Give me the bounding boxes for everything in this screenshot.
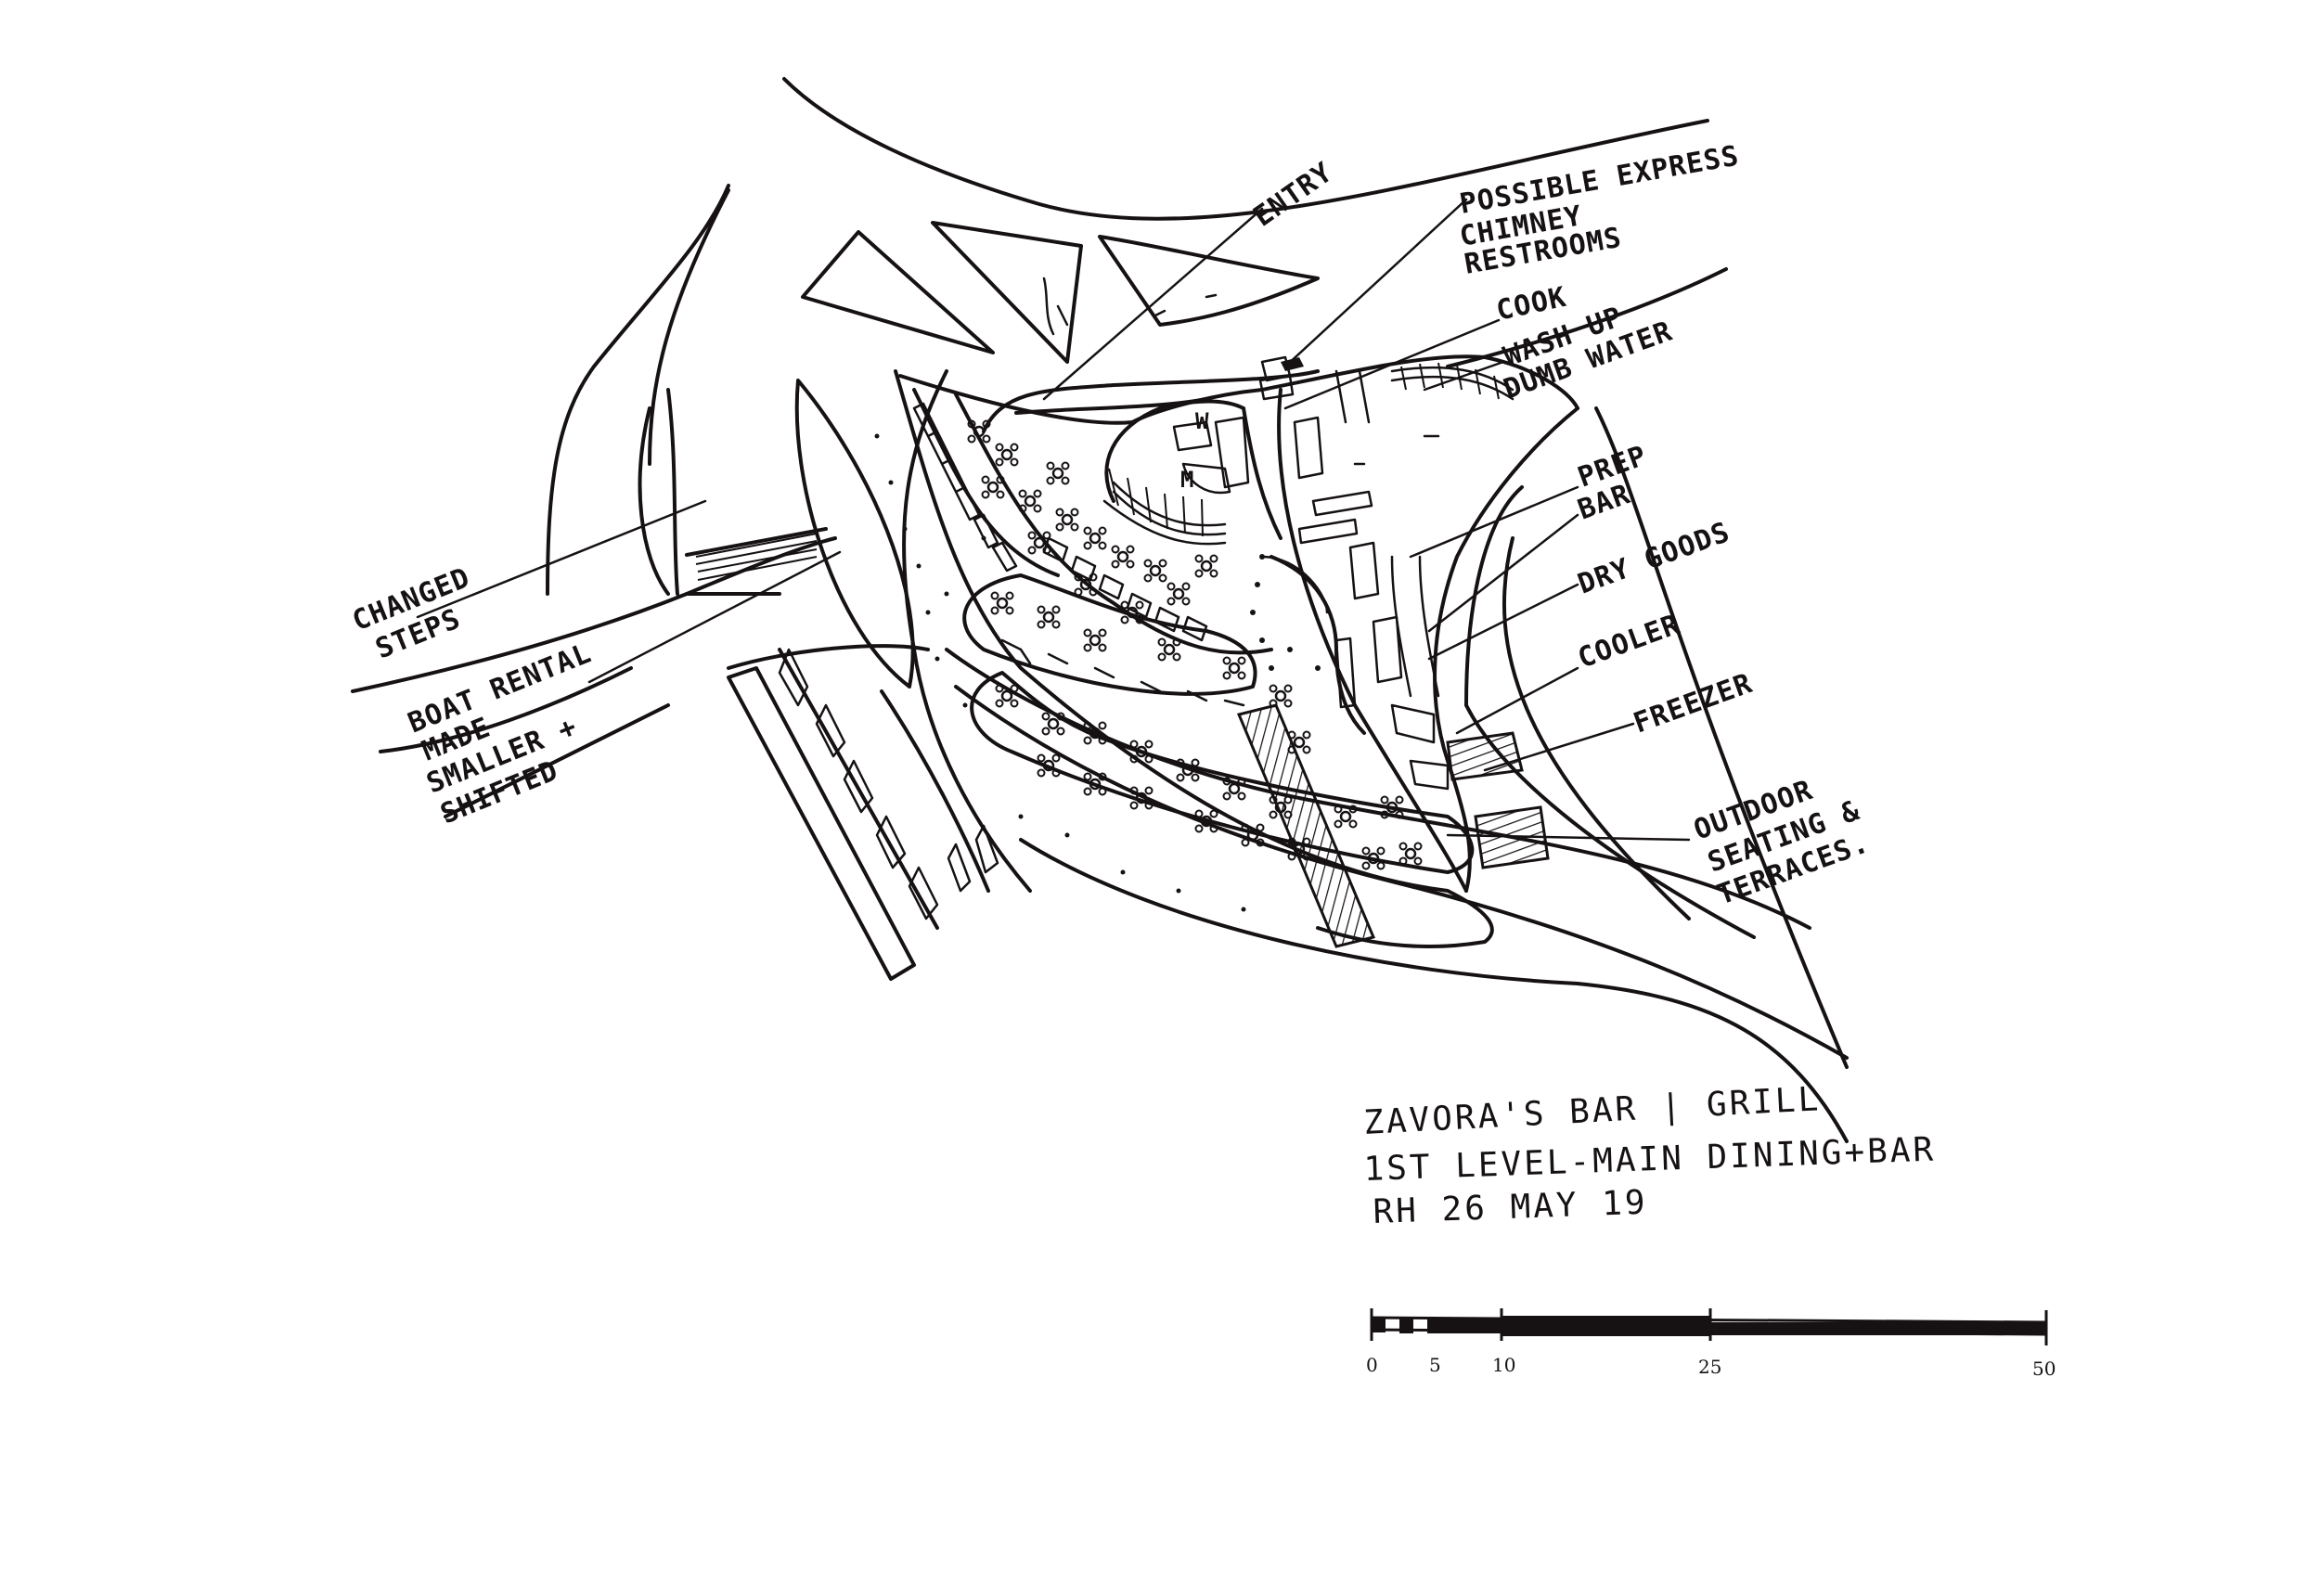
booths bbox=[912, 402, 1245, 707]
title-line-3: RH 26 MAY 19 bbox=[1373, 1184, 1648, 1231]
stair-arcs bbox=[1102, 362, 1514, 546]
scale-tick-50: 50 bbox=[2032, 1358, 2056, 1380]
scale-bar: 0 5 10 25 50 bbox=[1366, 1308, 2056, 1380]
stipple bbox=[874, 433, 1321, 912]
label-chimney-1: POSSIBLE EXPRESS bbox=[1457, 139, 1741, 220]
scale-tick-5: 5 bbox=[1429, 1354, 1441, 1376]
label-entry: ENTRY bbox=[1248, 156, 1339, 233]
dining-terraces bbox=[912, 388, 1475, 874]
walkways bbox=[1236, 357, 1550, 948]
boat-slips bbox=[727, 648, 999, 981]
scale-tick-0: 0 bbox=[1366, 1354, 1378, 1376]
main-building bbox=[894, 354, 1579, 948]
scale-tick-25: 25 bbox=[1698, 1356, 1721, 1378]
leader-lines bbox=[416, 198, 1691, 842]
label-dry-goods: DRY GOODS bbox=[1574, 516, 1734, 601]
title-line-1: ZAVORA'S BAR | GRILL bbox=[1362, 1080, 1822, 1142]
label-cook: COOK bbox=[1493, 281, 1569, 328]
scale-tick-10: 10 bbox=[1492, 1354, 1515, 1376]
label-w: W bbox=[1195, 408, 1209, 434]
title-block: ZAVORA'S BAR | GRILL 1ST LEVEL-MAIN DINI… bbox=[1362, 1080, 1936, 1231]
label-m: M bbox=[1180, 467, 1194, 493]
label-cooler: COOLER bbox=[1574, 609, 1684, 676]
kitchen-core bbox=[1172, 355, 1450, 791]
title-line-2: 1ST LEVEL-MAIN DINING+BAR bbox=[1363, 1130, 1937, 1189]
top-parcels bbox=[801, 221, 1320, 364]
